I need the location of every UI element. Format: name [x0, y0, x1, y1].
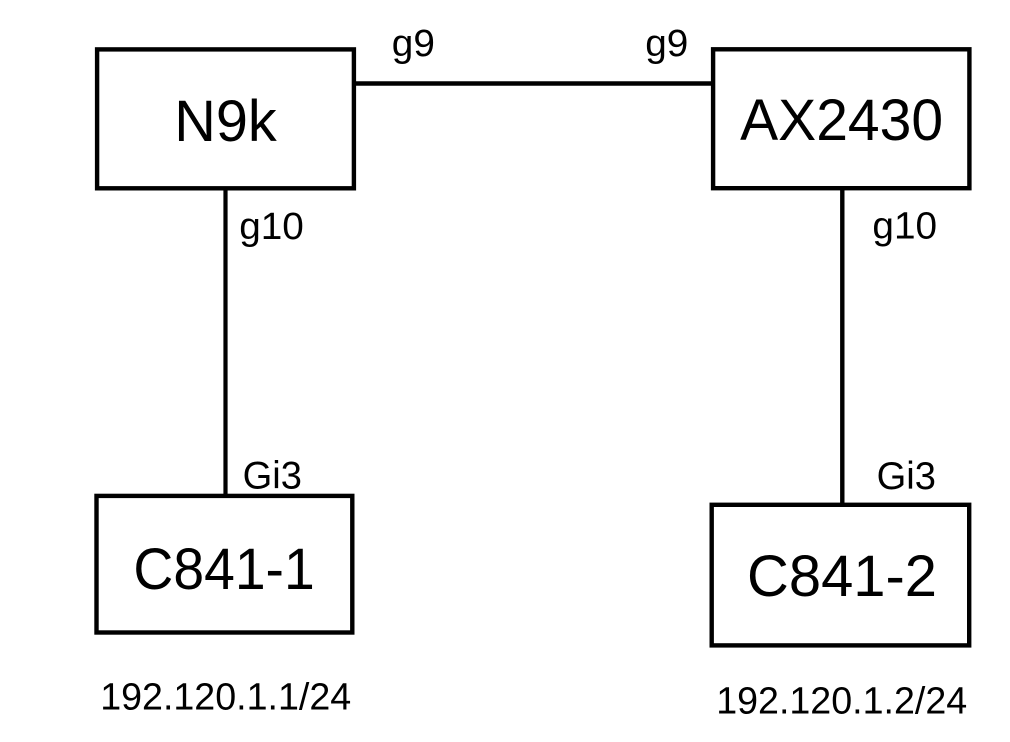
svg-text:C841-1: C841-1 [133, 537, 314, 603]
svg-text:g9: g9 [645, 22, 688, 65]
svg-text:192.120.1.1/24: 192.120.1.1/24 [100, 676, 351, 718]
svg-text:N9k: N9k [174, 90, 277, 154]
svg-text:g9: g9 [392, 22, 435, 65]
svg-text:g10: g10 [239, 206, 304, 249]
svg-text:C841-2: C841-2 [747, 544, 937, 609]
svg-text:192.120.1.2/24: 192.120.1.2/24 [716, 680, 967, 722]
svg-text:Gi3: Gi3 [243, 454, 302, 497]
svg-text:g10: g10 [872, 205, 937, 248]
svg-text:AX2430: AX2430 [740, 89, 943, 154]
svg-text:Gi3: Gi3 [877, 455, 936, 498]
